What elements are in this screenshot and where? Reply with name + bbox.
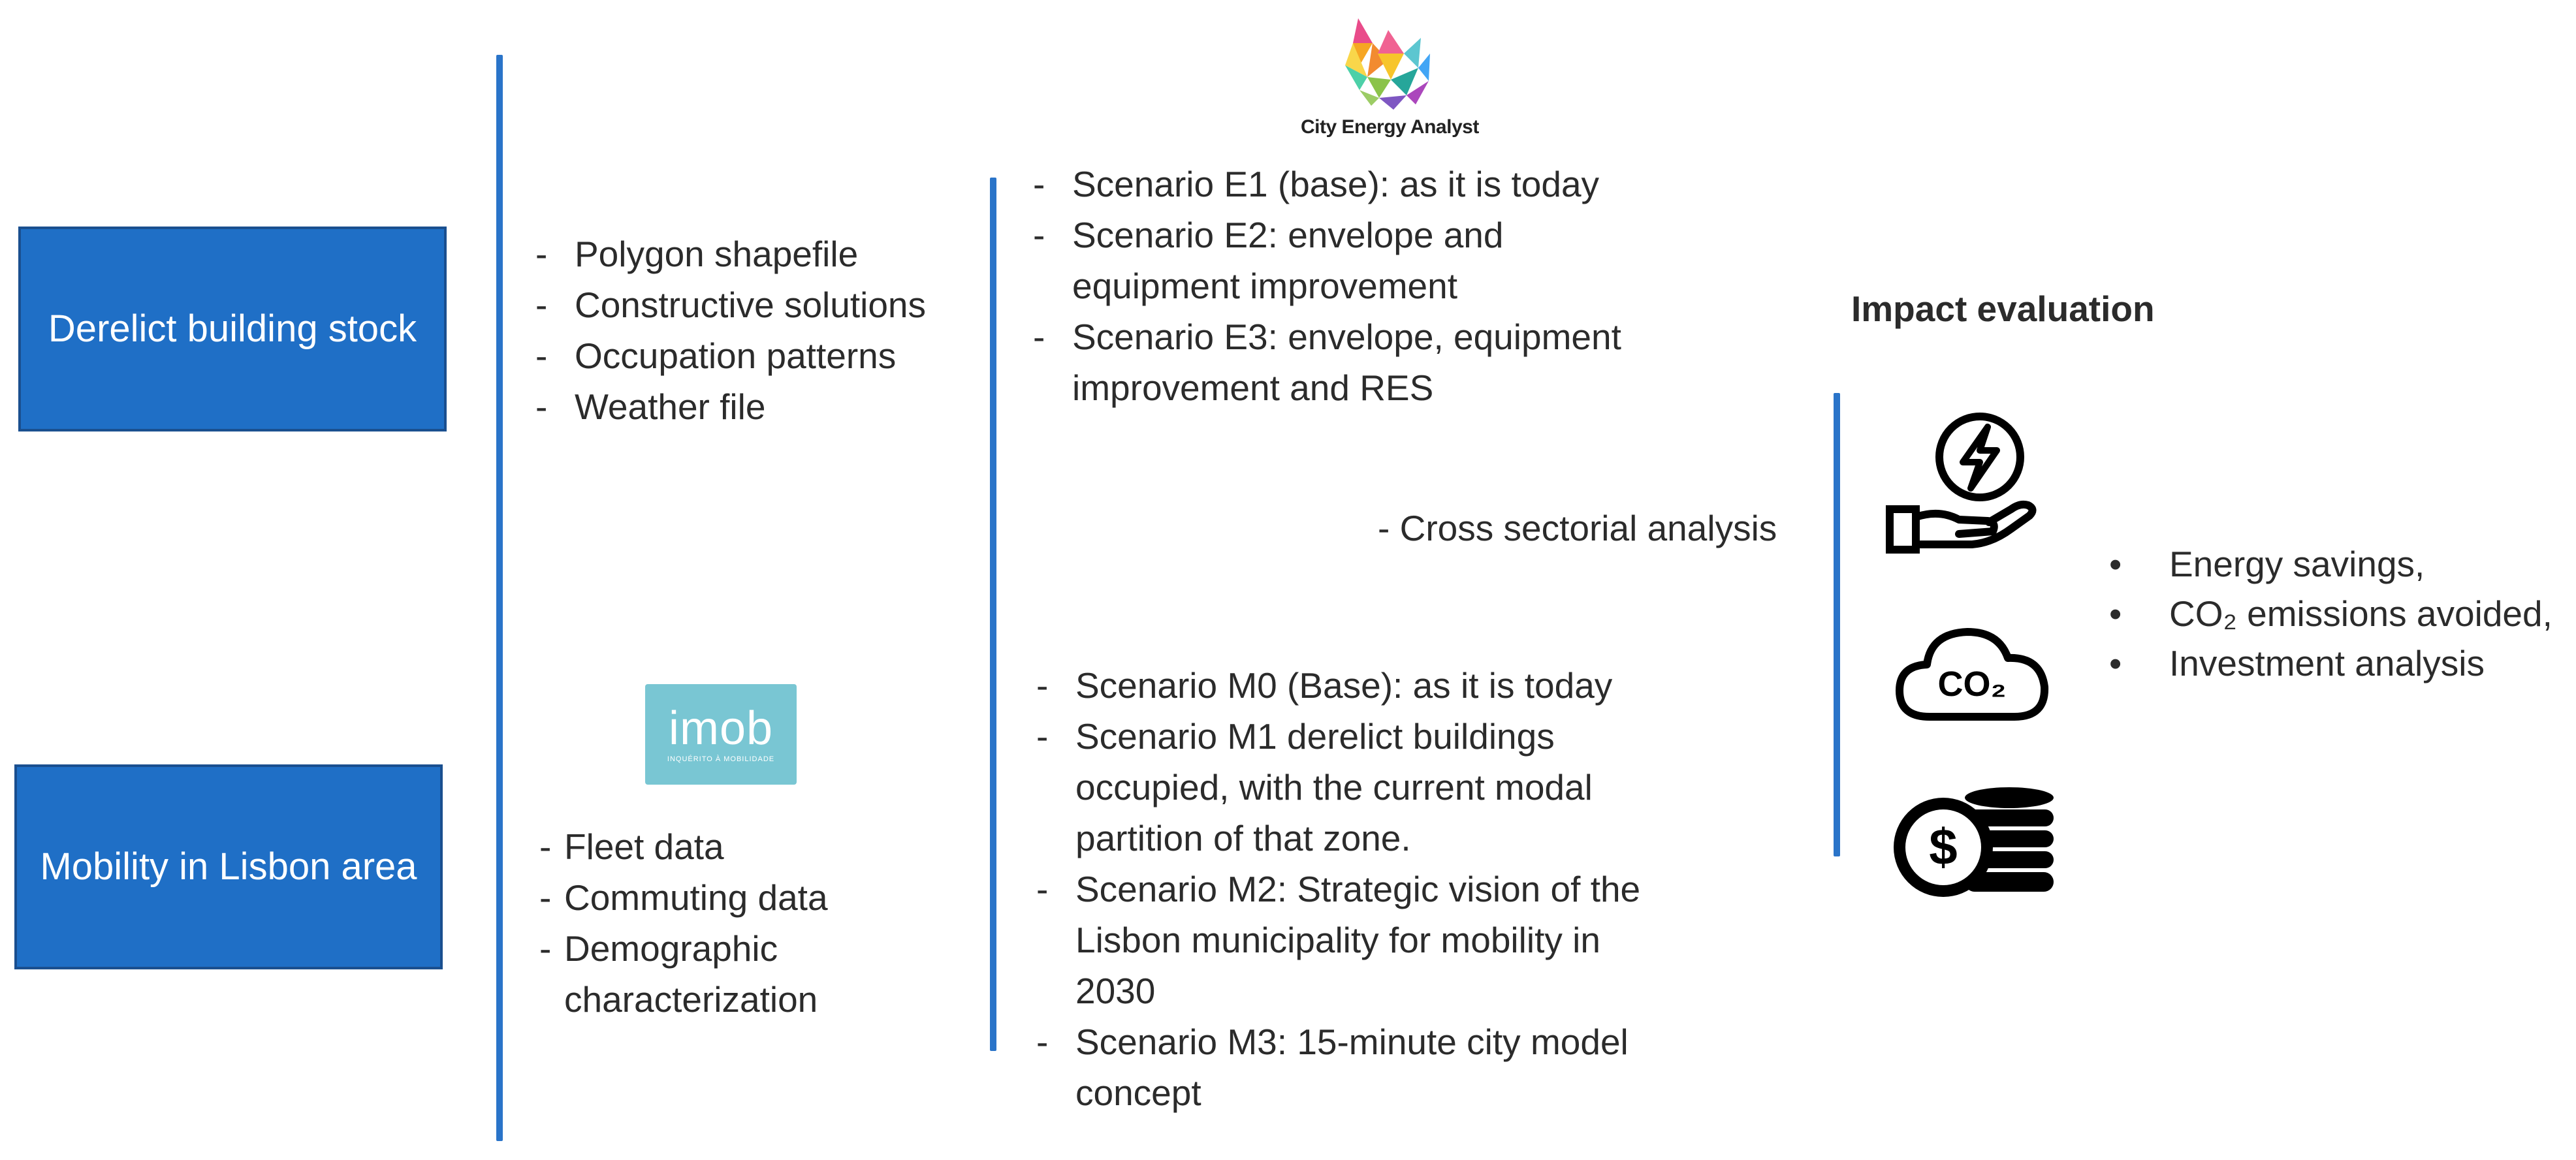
mobility-data-list: Fleet data Commuting data Demographic ch…	[539, 821, 905, 1025]
list-item: Scenario M3: 15-minute city model concep…	[1036, 1016, 1663, 1118]
list-item: Weather file	[535, 381, 926, 432]
list-item: Scenario E1 (base): as it is today	[1033, 159, 1738, 210]
list-item: Scenario M2: Strategic vision of the Lis…	[1036, 864, 1689, 1016]
impact-outcomes-list: Energy savings, CO₂ emissions avoided, I…	[2109, 539, 2552, 688]
list-item: Constructive solutions	[535, 279, 926, 330]
input-label-buildings: Derelict building stock	[48, 307, 417, 350]
list-item: Scenario E2: envelope and equipment impr…	[1033, 210, 1568, 311]
list-item: Energy savings,	[2109, 539, 2552, 589]
divider-line-1	[496, 55, 503, 1141]
list-item: Scenario M0 (Base): as it is today	[1036, 660, 1702, 711]
list-item: Scenario E3: envelope, equipment improve…	[1033, 311, 1699, 413]
list-item: Occupation patterns	[535, 330, 926, 381]
list-item: CO₂ emissions avoided,	[2109, 589, 2552, 638]
imob-logo-name: imob	[668, 702, 774, 755]
list-item: Polygon shapefile	[535, 228, 926, 279]
divider-line-2	[990, 178, 996, 1051]
impact-title: Impact evaluation	[1851, 289, 2155, 329]
co2-icon-label: CO₂	[1938, 665, 2007, 704]
list-item: Commuting data	[539, 872, 905, 923]
input-box-mobility: Mobility in Lisbon area	[14, 764, 443, 969]
input-label-mobility: Mobility in Lisbon area	[40, 845, 417, 888]
building-data-list: Polygon shapefile Constructive solutions…	[535, 228, 926, 432]
dollar-coins-icon: $	[1894, 787, 2054, 897]
mobility-scenarios-list: Scenario M0 (Base): as it is today Scena…	[1036, 660, 1702, 1118]
energy-scenarios-list: Scenario E1 (base): as it is today Scena…	[1033, 159, 1738, 413]
divider-line-3	[1834, 393, 1840, 856]
input-box-buildings: Derelict building stock	[18, 227, 447, 431]
co2-cloud-icon: CO₂	[1896, 628, 2049, 721]
list-item: Investment analysis	[2109, 638, 2552, 688]
svg-text:$: $	[1929, 818, 1957, 875]
list-item: Demographic characterization	[539, 923, 905, 1025]
imob-logo: imob INQUÉRITO À MOBILIDADE	[645, 684, 797, 785]
cea-caption: City Energy Analyst	[1301, 116, 1479, 138]
city-energy-analyst-logo	[1345, 18, 1430, 110]
cross-analysis-label: - Cross sectorial analysis	[1378, 508, 1777, 548]
list-item: Scenario M1 derelict buildings occupied,…	[1036, 711, 1663, 864]
imob-logo-sub: INQUÉRITO À MOBILIDADE	[667, 755, 775, 763]
energy-hand-icon	[1886, 413, 2037, 554]
list-item: Fleet data	[539, 821, 905, 872]
